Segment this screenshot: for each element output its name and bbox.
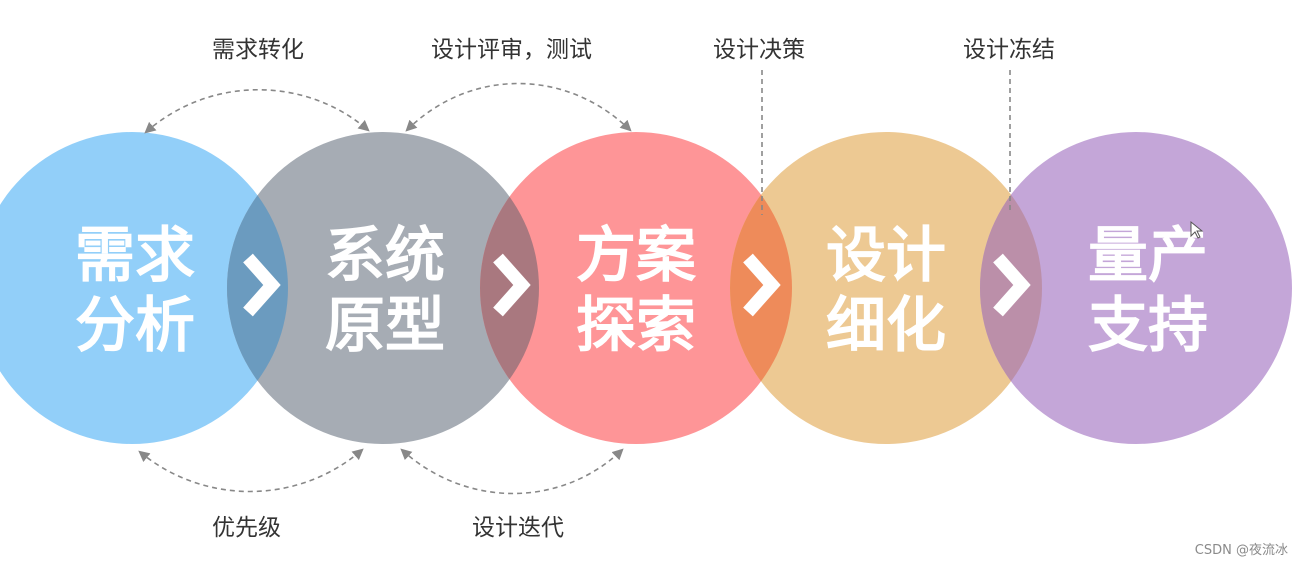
stage-title-line1: 方案 bbox=[576, 221, 697, 291]
stage-title-line2: 探索 bbox=[576, 291, 696, 361]
stage-title-line1: 需求 bbox=[75, 221, 195, 291]
stage-circle-system-prototype bbox=[227, 132, 539, 444]
stage-circle-mass-production-support bbox=[980, 132, 1292, 444]
label-design-freeze: 设计冻结 bbox=[963, 37, 1055, 63]
label-requirement-transform: 需求转化 bbox=[212, 37, 304, 63]
stage-title-line1: 设计 bbox=[826, 221, 946, 291]
stage-title-line2: 原型 bbox=[325, 291, 445, 361]
label-design-decision: 设计决策 bbox=[713, 37, 805, 63]
label-design-iteration: 设计迭代 bbox=[472, 515, 564, 541]
chevron-right-icon bbox=[243, 253, 281, 317]
stage-circle-requirement-analysis bbox=[0, 132, 288, 444]
arc-arrow-requirement-transform bbox=[144, 89, 370, 134]
chevron-right-icon bbox=[743, 253, 781, 317]
stage-circle-solution-exploration bbox=[480, 132, 792, 444]
stage-circle-design-refinement bbox=[730, 132, 1042, 444]
label-design-review-test: 设计评审，测试 bbox=[431, 37, 592, 63]
chevron-right-icon bbox=[493, 253, 531, 317]
arc-arrow-design-iteration bbox=[400, 448, 624, 495]
stage-title-line2: 分析 bbox=[75, 291, 195, 361]
stage-title-line1: 系统 bbox=[325, 221, 445, 291]
chevron-right-icon bbox=[993, 253, 1031, 317]
stage-title-line2: 支持 bbox=[1088, 291, 1208, 361]
watermark: CSDN @夜流冰 bbox=[1194, 543, 1288, 558]
stage-title-line2: 细化 bbox=[826, 291, 946, 361]
stage-title-line1: 量产 bbox=[1088, 221, 1208, 291]
arc-arrow-priority bbox=[138, 448, 364, 493]
mouse-cursor-icon bbox=[1190, 220, 1204, 239]
label-priority: 优先级 bbox=[212, 515, 281, 541]
arc-arrow-design-review-test bbox=[405, 82, 632, 132]
